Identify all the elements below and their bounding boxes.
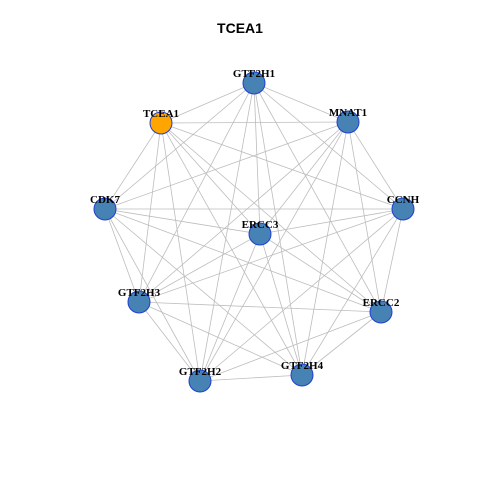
node-label: MNAT1 xyxy=(329,107,367,119)
node-circle[interactable] xyxy=(127,290,151,314)
node-mnat1[interactable]: MNAT1 xyxy=(329,107,367,134)
edge-mnat1-gtf2h3 xyxy=(138,121,349,303)
edge-cdk7-gtf2h3 xyxy=(104,208,140,303)
edge-gtf2h1-gtf2h3 xyxy=(138,82,255,303)
edge-gtf2h1-ercc3 xyxy=(253,82,261,235)
node-label: ERCC2 xyxy=(363,297,400,309)
node-label: ERCC3 xyxy=(242,219,279,231)
edge-ccnh-gtf2h4 xyxy=(301,208,404,376)
node-label: GTF2H3 xyxy=(118,287,161,299)
edge-mnat1-gtf2h2 xyxy=(199,121,349,382)
edge-tcea1-gtf2h3 xyxy=(138,122,162,303)
edge-ercc3-gtf2h4 xyxy=(259,233,303,376)
node-ercc3[interactable]: ERCC3 xyxy=(242,219,279,246)
node-circle[interactable] xyxy=(290,363,314,387)
edge-tcea1-ercc3 xyxy=(160,122,261,235)
edge-tcea1-gtf2h2 xyxy=(160,122,201,382)
node-gtf2h2[interactable]: GTF2H2 xyxy=(179,366,222,393)
edge-gtf2h1-gtf2h4 xyxy=(253,82,303,376)
edge-mnat1-gtf2h4 xyxy=(301,121,349,376)
node-circle[interactable] xyxy=(149,111,173,135)
node-ercc2[interactable]: ERCC2 xyxy=(363,297,400,324)
edge-cdk7-gtf2h4 xyxy=(104,208,303,376)
node-circle[interactable] xyxy=(391,197,415,221)
node-label: GTF2H2 xyxy=(179,366,222,378)
edge-mnat1-ccnh xyxy=(347,121,404,210)
edge-mnat1-ercc3 xyxy=(259,121,349,235)
edge-ercc2-gtf2h4 xyxy=(301,311,382,376)
edge-tcea1-mnat1 xyxy=(160,121,349,124)
edge-cdk7-ercc2 xyxy=(104,208,382,313)
edge-ercc3-gtf2h2 xyxy=(199,233,261,382)
edge-mnat1-ercc2 xyxy=(347,121,382,313)
edge-ercc2-gtf2h2 xyxy=(199,311,382,382)
edge-gtf2h3-gtf2h4 xyxy=(138,301,303,376)
edge-gtf2h1-mnat1 xyxy=(253,82,349,123)
node-ccnh[interactable]: CCNH xyxy=(387,194,420,221)
edge-gtf2h3-ercc2 xyxy=(138,301,382,313)
node-circle[interactable] xyxy=(336,110,360,134)
edge-layer xyxy=(104,82,404,382)
edge-ercc3-ercc2 xyxy=(259,233,382,313)
node-cdk7[interactable]: CDK7 xyxy=(90,194,120,221)
node-circle[interactable] xyxy=(369,300,393,324)
edge-ccnh-ercc2 xyxy=(380,208,404,313)
node-label: TCEA1 xyxy=(143,108,179,120)
node-gtf2h4[interactable]: GTF2H4 xyxy=(281,360,324,387)
edge-gtf2h1-tcea1 xyxy=(160,82,255,124)
edge-cdk7-ercc3 xyxy=(104,208,261,235)
node-circle[interactable] xyxy=(93,197,117,221)
edge-gtf2h2-gtf2h4 xyxy=(199,374,303,382)
node-circle[interactable] xyxy=(248,222,272,246)
edge-tcea1-ercc2 xyxy=(160,122,382,313)
edge-gtf2h1-ercc2 xyxy=(253,82,382,313)
node-tcea1[interactable]: TCEA1 xyxy=(143,108,179,135)
node-gtf2h3[interactable]: GTF2H3 xyxy=(118,287,161,314)
node-label: GTF2H4 xyxy=(281,360,324,372)
edge-cdk7-gtf2h2 xyxy=(104,208,201,382)
edge-ccnh-gtf2h3 xyxy=(138,208,404,303)
edge-ccnh-gtf2h2 xyxy=(199,208,404,382)
node-label: CCNH xyxy=(387,194,420,206)
edge-gtf2h3-gtf2h2 xyxy=(138,301,201,382)
edge-gtf2h1-ccnh xyxy=(253,82,404,210)
graph-title: TCEA1 xyxy=(217,20,263,36)
edge-ercc3-gtf2h3 xyxy=(138,233,261,303)
node-label: CDK7 xyxy=(90,194,120,206)
edge-gtf2h1-gtf2h2 xyxy=(199,82,255,382)
edge-mnat1-cdk7 xyxy=(104,121,349,210)
edge-tcea1-ccnh xyxy=(160,122,404,210)
node-circle[interactable] xyxy=(242,71,266,95)
edge-tcea1-cdk7 xyxy=(104,122,162,210)
node-label: GTF2H1 xyxy=(233,68,275,80)
node-gtf2h1[interactable]: GTF2H1 xyxy=(233,68,275,95)
node-circle[interactable] xyxy=(188,369,212,393)
edge-tcea1-gtf2h4 xyxy=(160,122,303,376)
edge-ccnh-ercc3 xyxy=(259,208,404,235)
edge-gtf2h1-cdk7 xyxy=(104,82,255,210)
